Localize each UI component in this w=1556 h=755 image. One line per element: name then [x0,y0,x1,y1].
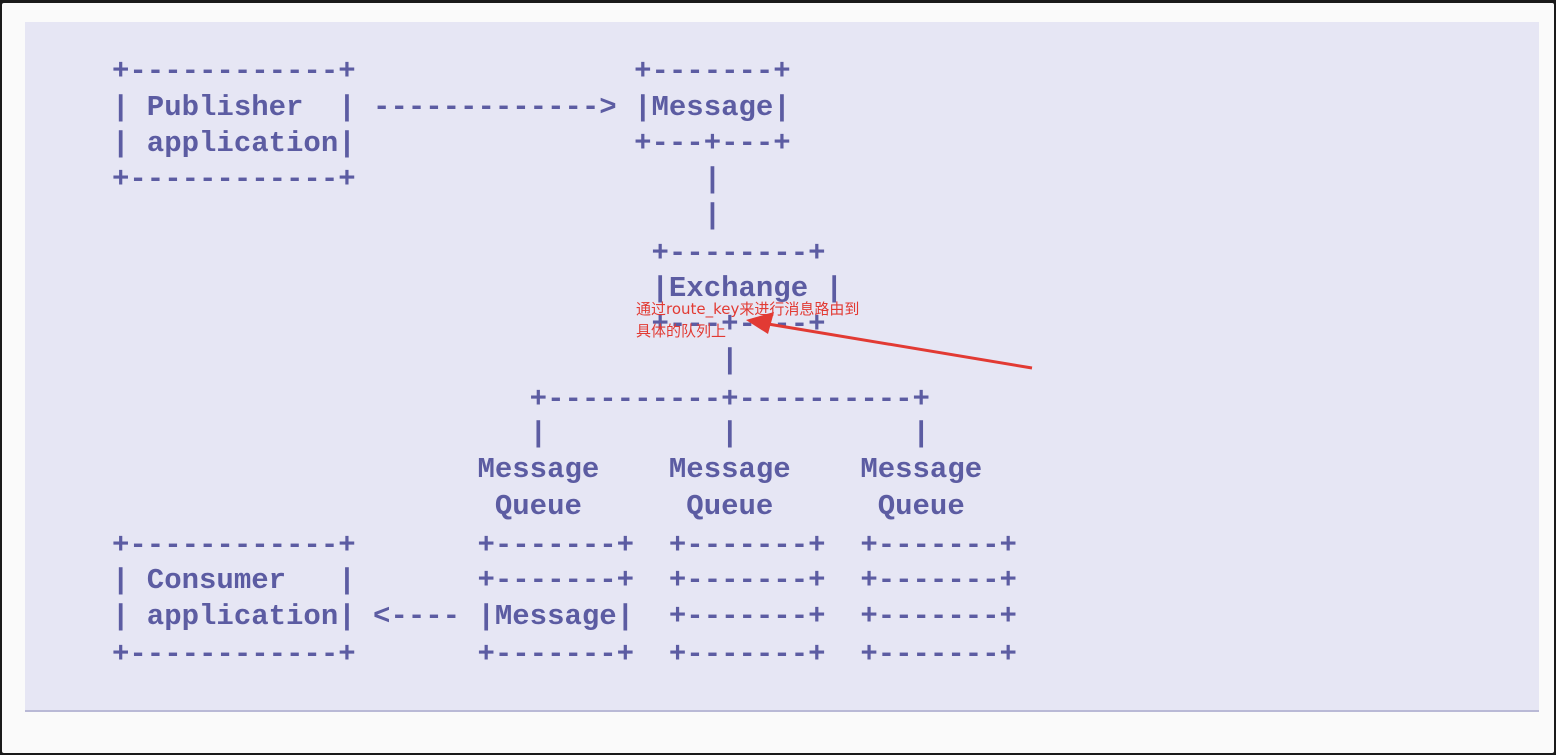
queue-label-message: Message Message Message [112,453,983,486]
queue-connectors: | | | [112,417,930,450]
publisher-app-row: | application| +---+---+ [112,127,791,160]
consumer-box-top: +------------+ +-------+ +-------+ +----… [112,529,1017,562]
publisher-box-top: +------------+ +-------+ [112,55,791,88]
consumer-box-bottom: +------------+ +-------+ +-------+ +----… [112,638,1017,671]
exchange-label-row: |Exchange | [112,272,843,305]
exchange-box-bottom: +---+----+ [112,308,826,341]
queue-branch-row: +----------+----------+ [112,383,930,416]
consumer-app-row: | application| <---- |Message| +-------+… [112,600,1017,633]
route-key-annotation: 通过route_key来进行消息路由到 具体的队列上 [636,300,860,340]
connector-row: | [112,199,722,232]
arrow-shaft [767,322,1033,370]
publisher-label-row: | Publisher | -------------> |Message| [112,91,791,124]
arrow-head-icon [746,312,774,334]
publisher-box-bottom: +------------+ | [112,163,722,196]
consumer-label-row: | Consumer | +-------+ +-------+ +------… [112,564,1017,597]
exchange-box-top: +--------+ [112,237,826,270]
screenshot-frame [2,3,1554,753]
exchange-connector: | [112,344,739,377]
diagram-canvas [25,22,1539,712]
queue-label-queue: Queue Queue Queue [112,490,965,523]
